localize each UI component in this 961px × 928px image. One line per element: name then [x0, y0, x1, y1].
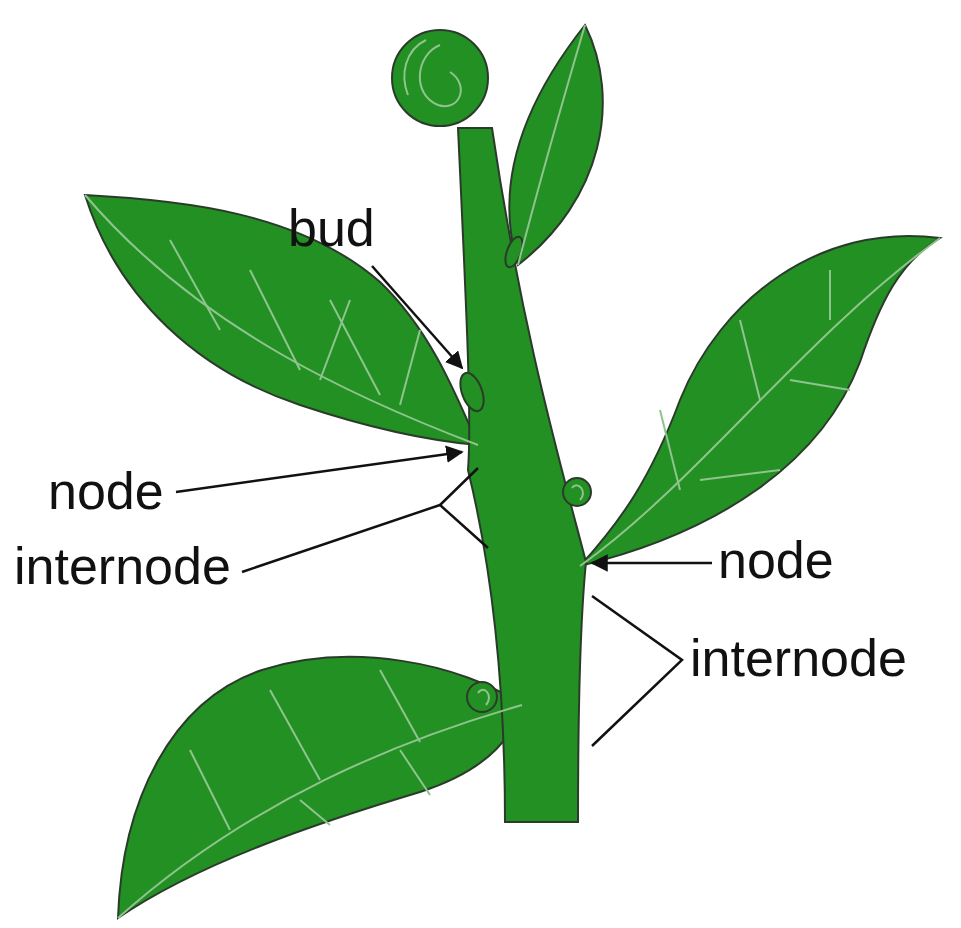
leaf — [85, 195, 478, 445]
axillary-bud — [467, 682, 497, 712]
part-label: bud — [288, 200, 375, 257]
leader-arrow — [592, 562, 712, 565]
part-label: internode — [690, 630, 907, 687]
axillary-bud — [563, 478, 591, 506]
part-label: node — [718, 532, 834, 589]
axillary-bud — [456, 370, 488, 414]
part-label: node — [48, 463, 164, 520]
leaf — [509, 25, 602, 265]
axillary-bud — [502, 235, 526, 270]
leader-line — [242, 505, 440, 572]
leader-arrow — [372, 266, 462, 368]
bracket — [592, 596, 682, 746]
leader-arrow — [176, 452, 462, 492]
part-label: internode — [14, 538, 231, 595]
leaf — [580, 236, 940, 566]
bracket — [440, 468, 488, 548]
leaf — [118, 657, 522, 918]
terminal-bud — [392, 30, 488, 126]
